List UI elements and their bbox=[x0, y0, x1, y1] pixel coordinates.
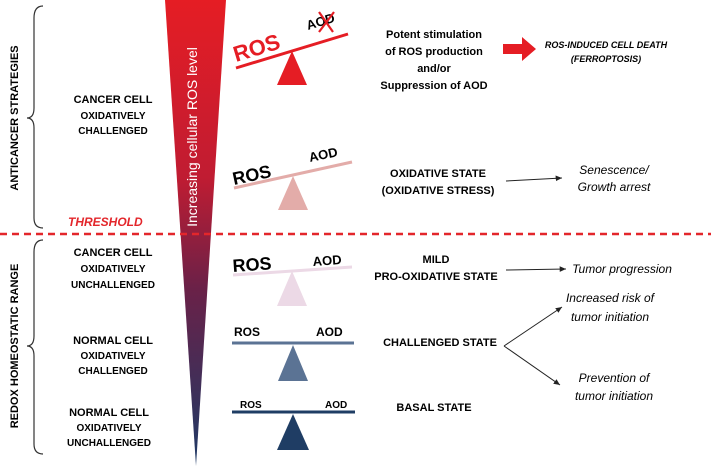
threshold-label: THRESHOLD bbox=[68, 215, 143, 229]
row1-outcome-line2: (FERROPTOSIS) bbox=[571, 54, 641, 64]
row3-ros: ROS bbox=[232, 253, 272, 276]
row3-aod: AOD bbox=[312, 252, 342, 269]
row3-cell-line2: OXIDATIVELY bbox=[80, 264, 145, 275]
row1-state-line3: and/or bbox=[417, 63, 451, 75]
row2-arrow bbox=[505, 175, 563, 182]
row1-big-arrow bbox=[503, 37, 536, 61]
row1-state-line2: of ROS production bbox=[385, 46, 483, 58]
row3-outcome: Tumor progression bbox=[572, 262, 672, 276]
anticancer-bracket bbox=[26, 5, 44, 229]
row5-cell-line1: NORMAL CELL bbox=[69, 407, 149, 419]
row2-balance-fulcrum bbox=[278, 176, 308, 210]
row4-arrow-up bbox=[503, 306, 563, 347]
row5-balance-fulcrum bbox=[277, 414, 309, 450]
row2-outcome-line1: Senescence/ bbox=[579, 163, 650, 177]
row3-state-line2: PRO-OXIDATIVE STATE bbox=[374, 271, 497, 283]
row-2: ROS AOD OXIDATIVE STATE (OXIDATIVE STRES… bbox=[231, 144, 651, 210]
row1-cell-line3: CHALLENGED bbox=[78, 126, 147, 137]
row3-cell-line1: CANCER CELL bbox=[74, 247, 153, 259]
row3-cell-line3: UNCHALLENGED bbox=[71, 280, 155, 291]
row-1: CANCER CELL OXIDATIVELY CHALLENGED ROS A… bbox=[74, 10, 668, 137]
row1-outcome-line1: ROS-INDUCED CELL DEATH bbox=[545, 40, 668, 50]
row5-state: BASAL STATE bbox=[396, 402, 471, 414]
row4-balance-fulcrum bbox=[278, 345, 308, 381]
row4-outcome-a-line2: tumor initiation bbox=[571, 310, 649, 324]
row3-arrow bbox=[505, 266, 567, 272]
row2-ros: ROS bbox=[231, 161, 273, 189]
row4-cell-line1: NORMAL CELL bbox=[73, 335, 153, 347]
row4-aod: AOD bbox=[316, 325, 343, 339]
row3-state-line1: MILD bbox=[423, 254, 450, 266]
row3-balance-fulcrum bbox=[277, 271, 307, 306]
row1-balance-fulcrum bbox=[277, 51, 307, 85]
row4-outcome-a-line1: Increased risk of bbox=[566, 291, 656, 305]
row4-outcome-b-line2: tumor initiation bbox=[575, 389, 653, 403]
row4-ros: ROS bbox=[234, 325, 260, 339]
row-4: NORMAL CELL OXIDATIVELY CHALLENGED ROS A… bbox=[73, 291, 656, 403]
row1-state-line1: Potent stimulation bbox=[386, 29, 482, 41]
row2-aod: AOD bbox=[308, 144, 339, 165]
redox-label: REDOX HOMEOSTATIC RANGE bbox=[9, 264, 21, 429]
row1-state-line4: Suppression of AOD bbox=[380, 80, 487, 92]
row2-state-line2: (OXIDATIVE STRESS) bbox=[382, 185, 495, 197]
row5-cell-line2: OXIDATIVELY bbox=[76, 423, 141, 434]
anticancer-label: ANTICANCER STRATEGIES bbox=[9, 45, 21, 190]
row5-aod: AOD bbox=[325, 400, 347, 411]
row2-outcome-line2: Growth arrest bbox=[578, 180, 651, 194]
row4-outcome-b-line1: Prevention of bbox=[579, 371, 651, 385]
row4-arrow-down bbox=[503, 345, 561, 386]
row-5: NORMAL CELL OXIDATIVELY UNCHALLENGED ROS… bbox=[67, 400, 472, 450]
row3-balance-beam bbox=[232, 265, 353, 277]
row4-cell-line2: OXIDATIVELY bbox=[80, 351, 145, 362]
row4-state: CHALLENGED STATE bbox=[383, 337, 497, 349]
row2-state-line1: OXIDATIVE STATE bbox=[390, 168, 486, 180]
row1-cell-line2: OXIDATIVELY bbox=[80, 111, 145, 122]
row5-ros: ROS bbox=[240, 400, 262, 411]
row-3: CANCER CELL OXIDATIVELY UNCHALLENGED ROS… bbox=[71, 247, 672, 306]
row1-aod-cross-mark bbox=[318, 11, 335, 33]
row5-cell-line3: UNCHALLENGED bbox=[67, 438, 151, 449]
row2-balance-beam bbox=[233, 160, 353, 190]
row1-cell-line1: CANCER CELL bbox=[74, 94, 153, 106]
redox-bracket bbox=[26, 239, 44, 455]
row4-cell-line3: CHALLENGED bbox=[78, 366, 147, 377]
wedge-label: Increasing cellular ROS level bbox=[184, 47, 200, 227]
